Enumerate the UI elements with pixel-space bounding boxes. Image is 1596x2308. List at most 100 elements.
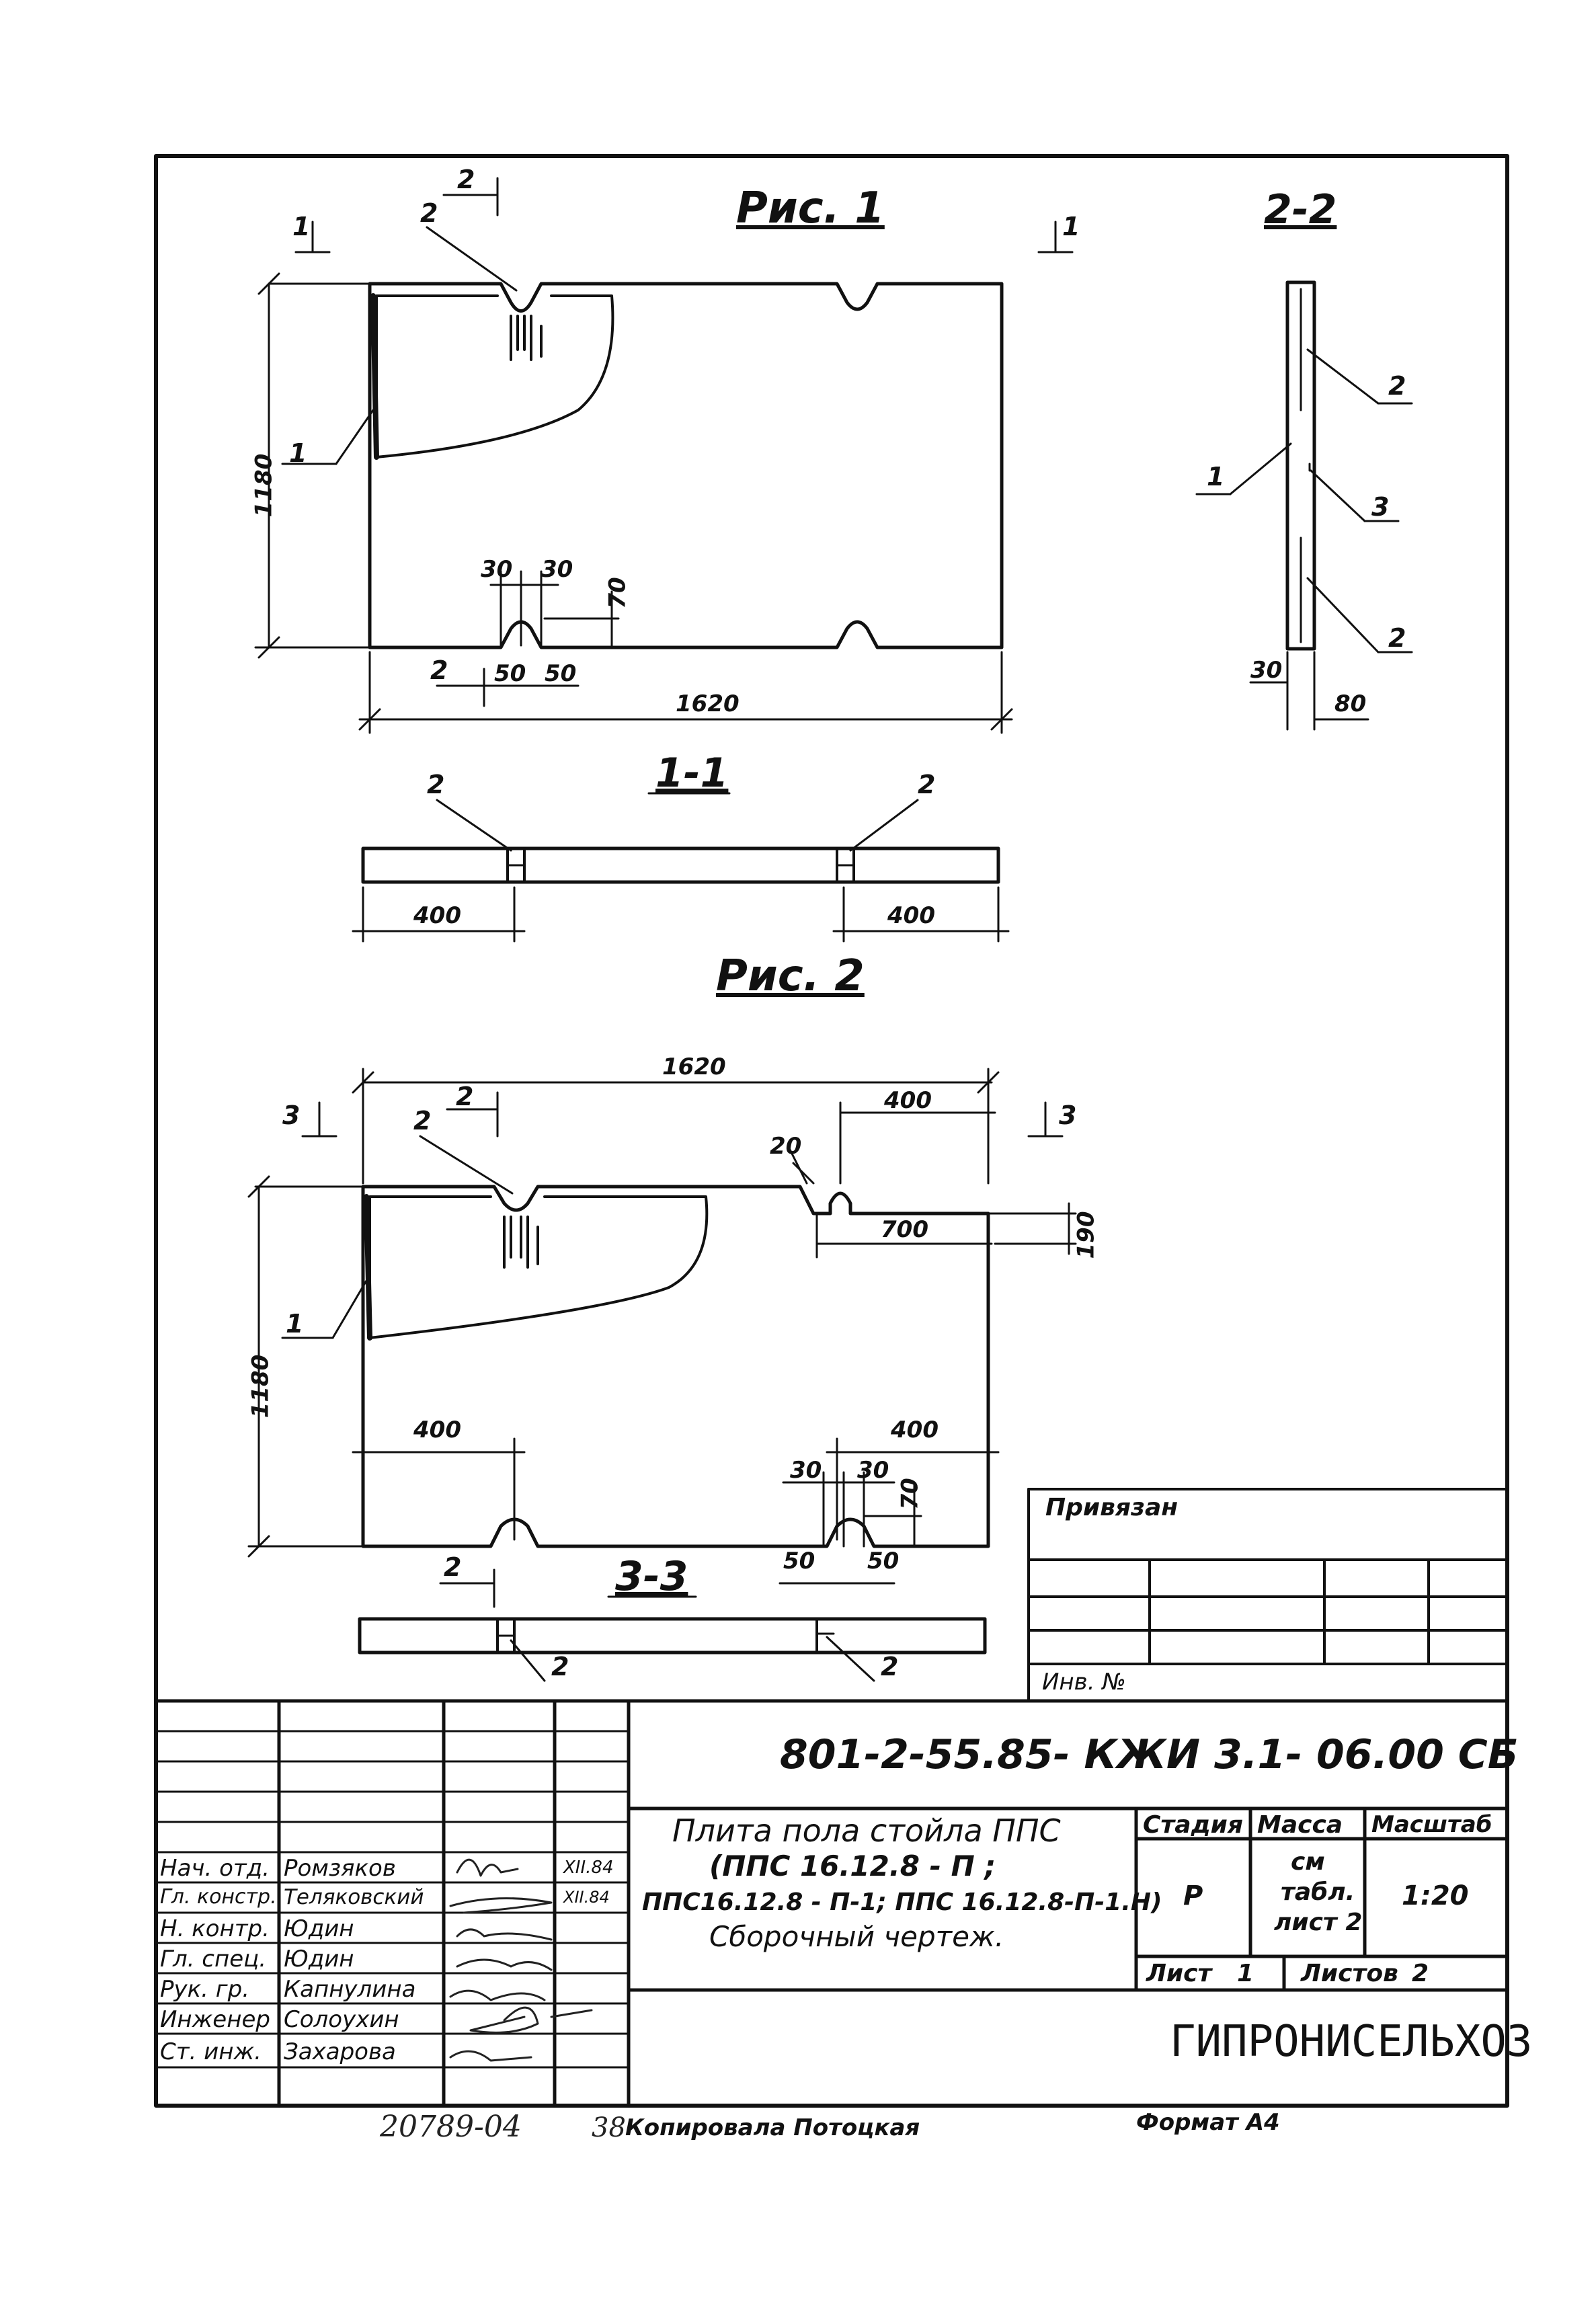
- callout-2-s11-left: 2: [427, 770, 445, 799]
- role-3: Н. контр.: [160, 1915, 270, 1942]
- binding-title: Привязан: [1045, 1494, 1179, 1521]
- cut-3-right: 3: [1059, 1101, 1077, 1130]
- footer-page: 38: [592, 2112, 626, 2143]
- name-6: Солоухин: [284, 2006, 399, 2033]
- cut-3-left: 3: [282, 1101, 301, 1130]
- cut-1-left: 1: [292, 212, 311, 241]
- dim-50a-fig2: 50: [783, 1548, 815, 1575]
- dim-400-fig2-right: 400: [891, 1417, 939, 1443]
- cut-2-top-fig2: 2: [456, 1082, 474, 1111]
- name-line4: Сборочный чертеж.: [709, 1920, 1004, 1953]
- stage-value: Р: [1183, 1880, 1203, 1911]
- sheet-border: [154, 154, 1509, 2108]
- name-3: Юдин: [284, 1915, 354, 1942]
- name-line3: ППС16.12.8 - П-1; ППС 16.12.8-П-1.Н): [642, 1888, 1162, 1916]
- name-4: Юдин: [284, 1946, 354, 1973]
- name-line1: Плита пола стойла ППС: [672, 1813, 1061, 1849]
- dim-70-fig2: 70: [896, 1478, 924, 1510]
- inventory-no-label: Инв. №: [1042, 1669, 1126, 1696]
- scale-label: Масштаб: [1371, 1811, 1492, 1838]
- dim-50a-fig1: 50: [494, 660, 526, 687]
- dim-30b-fig2: 30: [857, 1457, 889, 1484]
- section-2-2-label: 2-2: [1264, 186, 1337, 233]
- callout-2-s33-right: 2: [881, 1652, 899, 1681]
- dim-400-fig2-top: 400: [884, 1087, 932, 1114]
- sheet-number: 1: [1237, 1960, 1254, 1987]
- section-3-3: [358, 1595, 987, 1682]
- callout-2-s33-left: 2: [551, 1652, 569, 1681]
- section-1-1-label: 1-1: [655, 750, 729, 797]
- section-3-3-label: 3-3: [615, 1553, 688, 1600]
- doc-code: 801-2-55.85- КЖИ 3.1- 06.00 СБ: [780, 1731, 1519, 1778]
- dim-1180-fig2: 1180: [247, 1354, 274, 1419]
- organization-name: ГИПРОНИСЕЛЬХОЗ: [1170, 2017, 1533, 2067]
- dim-1180-fig1: 1180: [250, 453, 278, 518]
- dim-1620-fig1: 1620: [676, 690, 740, 717]
- dim-30-s22: 30: [1250, 657, 1283, 684]
- title-block: [154, 1699, 1509, 2108]
- mass-value-line2: табл.: [1281, 1878, 1355, 1906]
- fig1-dims: [254, 177, 1074, 734]
- dim-400-s11-right: 400: [887, 902, 935, 929]
- name-line2: (ППС 16.12.8 - П ;: [709, 1849, 996, 1882]
- name-2: Теляковский: [284, 1885, 424, 1909]
- role-6: Инженер: [160, 2006, 270, 2033]
- name-1: Ромзяков: [284, 1855, 396, 1882]
- dim-20-fig2: 20: [770, 1133, 802, 1160]
- fig2-dims: [247, 1068, 1077, 1608]
- dim-50b-fig1: 50: [545, 660, 577, 687]
- fig1-plate: [368, 282, 1004, 649]
- cut-2-bottom-fig2: 2: [444, 1552, 462, 1582]
- section-1-1: [352, 792, 1010, 943]
- callout-2-fig2: 2: [413, 1106, 432, 1136]
- role-1: Нач. отд.: [160, 1855, 270, 1882]
- callout-2-fig1: 2: [420, 198, 438, 228]
- footer-copied-by: Копировала Потоцкая: [625, 2114, 920, 2141]
- dim-190-fig2: 190: [1072, 1211, 1100, 1259]
- stage-label: Стадия: [1143, 1811, 1243, 1839]
- dim-30a-fig2: 30: [790, 1457, 822, 1484]
- section-2-2: [1195, 280, 1413, 731]
- date-2: XII.84: [563, 1888, 610, 1907]
- dim-1620-fig2: 1620: [662, 1053, 726, 1080]
- cut-1-right: 1: [1062, 212, 1080, 241]
- role-5: Рук. гр.: [160, 1976, 250, 2003]
- role-4: Гл. спец.: [160, 1946, 267, 1973]
- fig1-title: Рис. 1: [736, 184, 885, 233]
- callout-2-s22-bottom: 2: [1388, 623, 1406, 653]
- date-1: XII.84: [563, 1858, 614, 1878]
- mass-value-line3: лист 2: [1274, 1909, 1363, 1936]
- dim-700-fig2: 700: [881, 1216, 928, 1243]
- dim-50b-fig2: 50: [867, 1548, 900, 1575]
- footer-format: Формат А4: [1136, 2109, 1280, 2136]
- dim-80-s22: 80: [1334, 690, 1367, 717]
- callout-2-s22-top: 2: [1388, 371, 1406, 401]
- dim-30b-fig1: 30: [541, 556, 573, 583]
- dim-70-fig1: 70: [604, 577, 631, 609]
- signatures: [449, 1858, 593, 2062]
- binding-table: [1027, 1488, 1509, 1702]
- mass-label: Масса: [1257, 1811, 1343, 1839]
- callout-1-fig2: 1: [286, 1309, 304, 1339]
- cut-2-bottom: 2: [430, 655, 448, 685]
- scale-value: 1:20: [1402, 1880, 1469, 1911]
- role-7: Ст. инж.: [160, 2038, 262, 2065]
- sheets-label: Листов: [1301, 1960, 1398, 1987]
- fig2-title: Рис. 2: [716, 951, 865, 1001]
- sheets-number: 2: [1412, 1960, 1429, 1987]
- sheet-label: Лист: [1146, 1960, 1212, 1987]
- callout-1-fig1: 1: [289, 438, 307, 468]
- role-2: Гл. констр.: [160, 1885, 277, 1909]
- mass-value-line1: см: [1291, 1848, 1325, 1876]
- footer-number: 20789-04: [380, 2110, 522, 2144]
- dim-400-s11-left: 400: [413, 902, 461, 929]
- name-5: Капнулина: [284, 1976, 416, 2003]
- callout-3-s22: 3: [1371, 492, 1390, 522]
- callout-1-s22: 1: [1207, 462, 1225, 491]
- dim-30a-fig1: 30: [481, 556, 513, 583]
- callout-2-s11-right: 2: [918, 770, 936, 799]
- cut-2-top: 2: [457, 165, 475, 194]
- dim-400-fig2-left: 400: [413, 1417, 461, 1443]
- name-7: Захарова: [284, 2038, 396, 2065]
